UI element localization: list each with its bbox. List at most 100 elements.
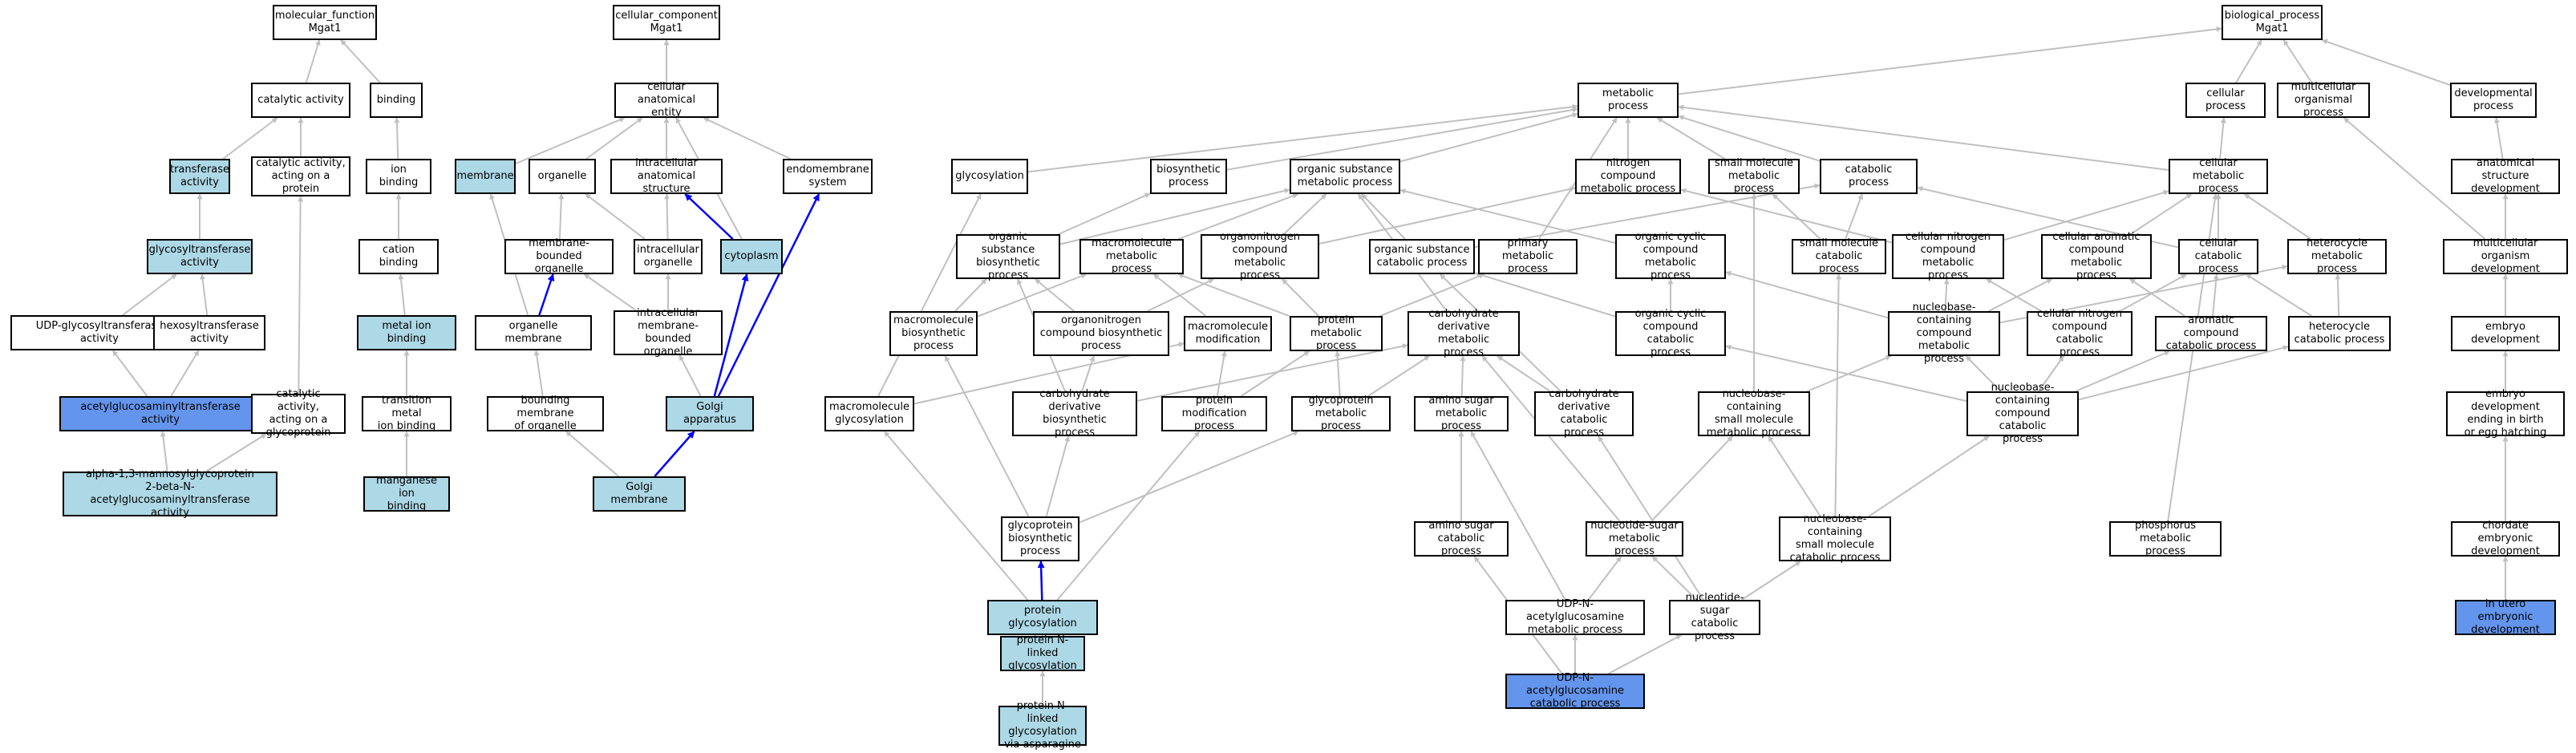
node-cationbind[interactable]: cation binding (358, 239, 439, 274)
node-carbder[interactable]: carbohydrate derivative metabolic proces… (1407, 308, 1520, 358)
node-organonit[interactable]: organonitrogen compound metabolic proces… (1201, 231, 1319, 281)
node-intraorg[interactable]: intracellular organelle (634, 239, 703, 274)
node-udpcat[interactable]: UDP-N-acetylglucosamine catabolic proces… (1505, 672, 1645, 710)
edge-golgimem-to-golgi (654, 431, 695, 477)
node-golgi[interactable]: Golgi apparatus (666, 396, 754, 431)
node-cellproc[interactable]: cellular process (2185, 83, 2266, 118)
node-label: small molecule catabolic process (1800, 237, 1878, 275)
node-bp[interactable]: biological_process Mgat1 (2222, 5, 2323, 40)
node-membbound[interactable]: membrane-bounded organelle (504, 237, 614, 275)
node-biosyn[interactable]: biosynthetic process (1150, 159, 1227, 194)
node-cellnitcat[interactable]: cellular nitrogen compound catabolic pro… (2027, 308, 2132, 358)
node-manganese[interactable]: manganese ion binding (363, 475, 450, 512)
node-orgsubbio[interactable]: organic substance biosynthetic process (956, 231, 1060, 281)
node-macromod[interactable]: macromolecule modification (1184, 316, 1272, 351)
node-multidev[interactable]: multicellular organism development (2443, 237, 2568, 275)
node-nucsugmet[interactable]: nucleotide-sugar metabolic process (1586, 520, 1683, 557)
node-hexosyl[interactable]: hexosyltransferase activity (153, 315, 265, 350)
node-smallmol[interactable]: small molecule metabolic process (1708, 157, 1800, 195)
node-label: organic cyclic compound metabolic proces… (1634, 231, 1707, 281)
node-aromcat[interactable]: aromatic compound catabolic process (2155, 314, 2267, 352)
node-glycomet[interactable]: glycoprotein metabolic process (1291, 395, 1391, 432)
node-cellcat[interactable]: cellular catabolic process (2178, 237, 2258, 275)
node-nbsmallmet[interactable]: nucleobase-containing small molecule met… (1698, 388, 1810, 439)
node-nucleobasecont[interactable]: nucleobase-containing compound metabolic… (1888, 302, 2000, 365)
node-anatdev[interactable]: anatomical structure development (2451, 157, 2560, 195)
node-catglyco[interactable]: catalytic activity, acting on a glycopro… (251, 388, 346, 439)
node-transferase[interactable]: transferase activity (169, 159, 230, 194)
node-hetero[interactable]: heterocycle metabolic process (2287, 237, 2387, 275)
node-smallcat[interactable]: small molecule catabolic process (1792, 237, 1886, 275)
node-bounding[interactable]: bounding membrane of organelle (487, 395, 604, 432)
node-carbdercat[interactable]: carbohydrate derivative catabolic proces… (1534, 388, 1634, 439)
node-glycotrans[interactable]: glycosyltransferase activity (147, 239, 253, 274)
node-primary[interactable]: primary metabolic process (1478, 237, 1578, 275)
node-alpha13[interactable]: alpha-1,3-mannosylglycoprotein 2-beta-N-… (63, 468, 277, 519)
node-acetylglc[interactable]: acetylglucosaminyltransferase activity (59, 396, 261, 431)
node-glycobio[interactable]: glycoprotein biosynthetic process (1001, 516, 1079, 561)
node-protnlinked[interactable]: protein N-linked glycosylation (1000, 634, 1085, 672)
node-macromet[interactable]: macromolecule metabolic process (1079, 237, 1184, 275)
node-cellmet[interactable]: cellular metabolic process (2169, 157, 2268, 195)
node-intraanat[interactable]: intracellular anatomical structure (610, 157, 723, 195)
node-embryodev[interactable]: embryo development (2451, 316, 2560, 351)
node-carbderbio[interactable]: carbohydrate derivative biosynthetic pro… (1012, 388, 1137, 439)
node-cc[interactable]: cellular_component Mgat1 (613, 5, 720, 40)
node-nitrogen[interactable]: nitrogen compound metabolic process (1575, 157, 1681, 195)
node-ionbind[interactable]: ion binding (366, 159, 431, 194)
node-orgsubmet[interactable]: organic substance metabolic process (1290, 159, 1400, 194)
node-udpmet[interactable]: UDP-N-acetylglucosamine metabolic proces… (1505, 598, 1645, 636)
node-orgcyclic[interactable]: organic cyclic compound metabolic proces… (1615, 231, 1726, 281)
node-orgsubcat[interactable]: organic substance catabolic process (1369, 239, 1475, 274)
node-protglyco[interactable]: protein glycosylation (987, 600, 1098, 635)
node-macrobio[interactable]: macromolecule biosynthetic process (889, 311, 978, 356)
node-label: alpha-1,3-mannosylglycoprotein 2-beta-N-… (85, 468, 255, 519)
node-membrane[interactable]: membrane (455, 159, 516, 194)
node-orgmem[interactable]: organelle membrane (475, 315, 592, 350)
node-nucsugcat[interactable]: nucleotide-sugar catabolic process (1669, 592, 1760, 642)
node-macroglyco[interactable]: macromolecule glycosylation (824, 396, 914, 431)
node-golgimem[interactable]: Golgi membrane (593, 476, 686, 512)
node-cellarom[interactable]: cellular aromatic compound metabolic pro… (2041, 231, 2152, 281)
node-organonitbio[interactable]: organonitrogen compound biosynthetic pro… (1033, 311, 1169, 356)
node-catabolic[interactable]: catabolic process (1820, 159, 1918, 194)
edge-hetero-to-cellmet (2244, 193, 2311, 240)
node-cellnitro[interactable]: cellular nitrogen compound metabolic pro… (1892, 231, 2004, 281)
node-nbsmallcat[interactable]: nucleobase-containing small molecule cat… (1779, 513, 1891, 564)
node-metproc[interactable]: metabolic process (1578, 83, 1679, 118)
node-catact[interactable]: catalytic activity (251, 83, 350, 118)
node-label: multicellular organismal process (2290, 81, 2356, 119)
node-endomem[interactable]: endomembrane system (783, 159, 873, 194)
node-mf[interactable]: molecular_function Mgat1 (273, 5, 377, 40)
node-label: multicellular organism development (2471, 237, 2540, 275)
node-protnasp[interactable]: protein N-linked glycosylation via aspar… (998, 700, 1087, 751)
node-glycosylation[interactable]: glycosylation (951, 159, 1028, 194)
node-nbcompcat[interactable]: nucleobase-containing compound catabolic… (1966, 382, 2079, 445)
node-multiorg[interactable]: multicellular organismal process (2277, 81, 2370, 119)
node-label: nucleotide-sugar catabolic process (1685, 592, 1744, 642)
node-transmetal[interactable]: transition metal ion binding (362, 395, 452, 432)
node-protmod[interactable]: protein modification process (1161, 395, 1267, 432)
edge-catact-to-mf (305, 39, 321, 83)
node-phosphorus[interactable]: phosphorus metabolic process (2109, 520, 2222, 557)
node-label: transition metal ion binding (377, 395, 436, 432)
node-intramemb[interactable]: intracellular membrane-bounded organelle (614, 307, 723, 358)
node-cytoplasm[interactable]: cytoplasm (720, 239, 783, 274)
node-aminocat[interactable]: amino sugar catabolic process (1414, 520, 1509, 557)
node-embryoend[interactable]: embryo development ending in birth or eg… (2446, 388, 2565, 439)
node-cellanat[interactable]: cellular anatomical entity (614, 81, 719, 119)
node-organelle[interactable]: organelle (529, 159, 596, 194)
edge-orgsubbio-to-biosyn (1058, 192, 1151, 235)
node-metalion[interactable]: metal ion binding (357, 315, 456, 350)
node-label: organonitrogen compound biosynthetic pro… (1039, 314, 1163, 352)
node-heterocat[interactable]: heterocycle catabolic process (2288, 316, 2391, 351)
node-protmet[interactable]: protein metabolic process (1290, 314, 1383, 352)
node-inutero[interactable]: in utero embryonic development (2455, 598, 2556, 636)
node-chordate[interactable]: chordate embryonic development (2451, 520, 2560, 557)
node-orgcyccat[interactable]: organic cyclic compound catabolic proces… (1615, 308, 1726, 358)
node-catprot[interactable]: catalytic activity, acting on a protein (251, 156, 350, 196)
node-devproc[interactable]: developmental process (2450, 83, 2537, 118)
node-aminosugar[interactable]: amino sugar metabolic process (1414, 395, 1509, 432)
node-label: hexosyltransferase activity (160, 320, 259, 345)
node-binding[interactable]: binding (370, 83, 423, 118)
